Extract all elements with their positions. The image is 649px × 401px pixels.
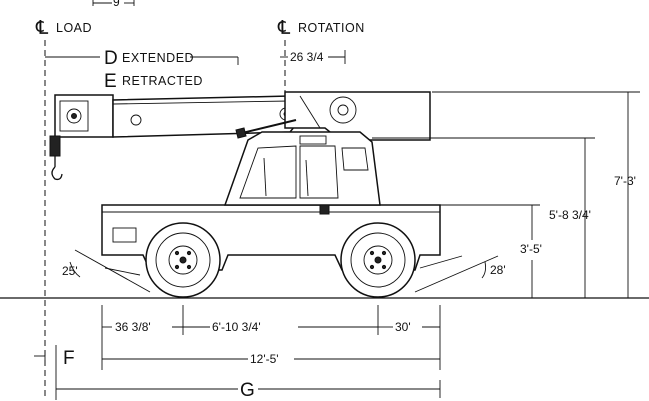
d-extended-label: EXTENDED xyxy=(122,51,194,65)
height-boom-label: 7'-3' xyxy=(614,174,636,188)
top-cut-dimension: 9 xyxy=(92,0,135,9)
bottom-dimensions: 36 3/8' 6'-10 3/4' 30' F 12'-5' G xyxy=(34,305,441,401)
rear-overhang-label: 30' xyxy=(395,320,411,334)
height-dimensions: 7'-3' 5'-8 3/4' 3'-5' xyxy=(372,91,640,299)
load-centerline-label: LOAD xyxy=(56,21,92,35)
height-cab-label: 5'-8 3/4' xyxy=(549,208,591,222)
d-letter: D xyxy=(104,48,118,69)
front-overhang-label: 36 3/8' xyxy=(115,320,151,334)
front-wheel xyxy=(145,222,221,298)
f-letter: F xyxy=(63,348,75,369)
e-letter: E xyxy=(104,71,117,92)
crane-cab xyxy=(223,131,381,215)
overall-length-label: 12'-5' xyxy=(250,352,279,366)
crane-boom xyxy=(49,91,431,181)
g-letter: G xyxy=(240,380,255,401)
load-centerline-symbol: ℄ xyxy=(35,18,49,39)
height-deck-label: 3'-5' xyxy=(520,242,542,256)
top-cut-dim-label: 9 xyxy=(113,0,120,9)
rear-wheel xyxy=(340,222,416,298)
front-approach-angle: 25' xyxy=(62,264,78,278)
wheelbase-label: 6'-10 3/4' xyxy=(212,320,261,334)
rotation-centerline-symbol: ℄ xyxy=(277,18,291,39)
rear-departure-angle: 28' xyxy=(490,263,506,277)
e-retracted-label: RETRACTED xyxy=(122,74,203,88)
rotation-offset-label: 26 3/4 xyxy=(290,50,324,64)
rotation-centerline-label: ROTATION xyxy=(298,21,365,35)
boom-reach-dimension: D EXTENDED E RETRACTED 26 3/4 xyxy=(45,48,346,92)
